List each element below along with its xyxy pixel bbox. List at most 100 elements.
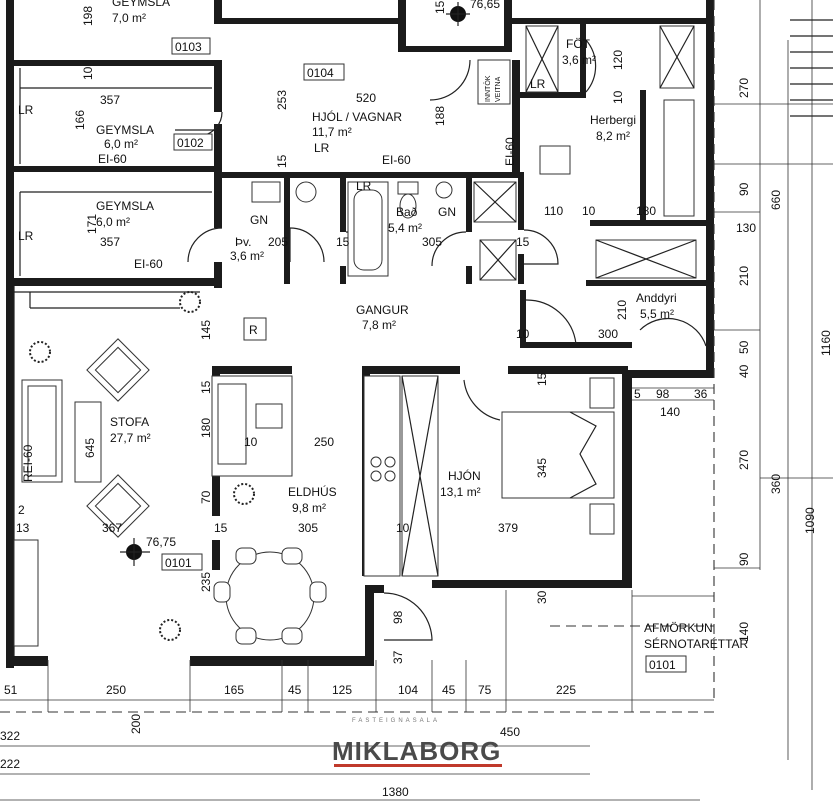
room-area-geymsla-top: 7,0 m² bbox=[112, 11, 146, 25]
dim-number: 10 bbox=[516, 327, 530, 341]
room-area-pv: 3,6 m² bbox=[230, 249, 264, 263]
room-area-anddyri: 5,5 m² bbox=[640, 307, 674, 321]
dim-number: 10 bbox=[81, 66, 95, 80]
plant-icon bbox=[29, 291, 255, 641]
dim-number: 171 bbox=[85, 214, 99, 234]
dim-number: 305 bbox=[422, 235, 442, 249]
room-area-eldhus: 9,8 m² bbox=[292, 501, 326, 515]
dim-number: 235 bbox=[199, 572, 213, 592]
ei60-label-2: EI-60 bbox=[134, 257, 163, 271]
lr-label-2: LR bbox=[18, 229, 34, 243]
room-name-hjol: HJÓL / VAGNAR bbox=[312, 109, 402, 124]
dim-number: 357 bbox=[100, 235, 120, 249]
dim-number: 270 bbox=[737, 450, 751, 470]
dim-number: 36 bbox=[694, 387, 708, 401]
detail-lines bbox=[13, 2, 707, 673]
dim-number: 45 bbox=[288, 683, 302, 697]
dim-number: 300 bbox=[598, 327, 618, 341]
dim-number: 110 bbox=[544, 204, 563, 218]
dim-number: 40 bbox=[737, 364, 751, 378]
dim-number: 10 bbox=[244, 435, 258, 449]
dim-number: 367 bbox=[102, 521, 122, 535]
dim-number: 140 bbox=[660, 405, 680, 419]
dim-number: 2 bbox=[18, 503, 25, 517]
dim-number: 75 bbox=[478, 683, 492, 697]
dim-number: 270 bbox=[737, 78, 751, 98]
room-area-bad: 5,4 m² bbox=[388, 221, 422, 235]
dim-number: 104 bbox=[398, 683, 418, 697]
dim-number: 210 bbox=[615, 300, 629, 320]
brand-logo: FASTEIGNASALA MIKLABORG bbox=[332, 718, 502, 767]
afmorkun-line1: AFMÖRKUN bbox=[644, 621, 713, 635]
room-name-geymsla-2: GEYMSLA bbox=[96, 199, 154, 213]
room-area-herbergi: 8,2 m² bbox=[596, 129, 630, 143]
room-labels: GEYMSLA 7,0 m² 0103 HJÓL / VAGNAR 11,7 m… bbox=[96, 0, 749, 672]
dim-number: 98 bbox=[391, 610, 405, 624]
room-code-0103: 0103 bbox=[175, 40, 202, 54]
dim-number: 45 bbox=[442, 683, 456, 697]
dim-number: 51 bbox=[4, 683, 18, 697]
dim-number: 305 bbox=[298, 521, 318, 535]
gn-label-1: GN bbox=[250, 213, 268, 227]
dim-number: 1090 bbox=[803, 507, 817, 534]
dim-number: 15 bbox=[214, 521, 228, 535]
dim-number: 198 bbox=[81, 6, 95, 26]
dim-number: 70 bbox=[199, 490, 213, 504]
dim-number: 166 bbox=[73, 110, 87, 130]
dim-number: 222 bbox=[0, 757, 20, 771]
room-extra-hjol: LR bbox=[314, 141, 330, 155]
room-code-0102: 0102 bbox=[177, 136, 204, 150]
room-area-stofa: 27,7 m² bbox=[110, 431, 151, 445]
room-name-herbergi: Herbergi bbox=[590, 113, 636, 127]
dim-number: 140 bbox=[737, 622, 751, 642]
brand-subtitle: FASTEIGNASALA bbox=[352, 718, 440, 724]
dim-number: 15 bbox=[535, 372, 549, 386]
lr-label-3: LR bbox=[530, 77, 546, 91]
dim-number: 90 bbox=[737, 182, 751, 196]
dim-number: 98 bbox=[656, 387, 670, 401]
dim-number: 645 bbox=[83, 438, 97, 458]
afmorkun-code: 0101 bbox=[649, 658, 676, 672]
dim-number: 50 bbox=[737, 340, 751, 354]
dim-number: 1160 bbox=[819, 330, 833, 356]
dim-number: 90 bbox=[737, 552, 751, 566]
room-area-geymsla-1: 6,0 m² bbox=[104, 137, 138, 151]
room-name-hjon: HJÓN bbox=[448, 468, 481, 483]
dim-number: 10 bbox=[582, 204, 596, 218]
dim-number: 30 bbox=[535, 590, 549, 604]
room-fire-geymsla-1: EI-60 bbox=[98, 152, 127, 166]
room-area-geymsla-2: 6,0 m² bbox=[96, 215, 130, 229]
elevation-stofa: 76,75 bbox=[146, 535, 176, 549]
room-name-bad: Bað bbox=[396, 205, 418, 219]
dim-number: 225 bbox=[556, 683, 576, 697]
afmorkun-line2: SÉRNOTARÉTTAR bbox=[644, 636, 749, 651]
dim-number: 357 bbox=[100, 93, 120, 107]
dim-number: 200 bbox=[129, 714, 143, 734]
dim-number: 180 bbox=[199, 418, 213, 438]
dim-number: 250 bbox=[314, 435, 334, 449]
room-code-0104: 0104 bbox=[307, 66, 334, 80]
dim-number: 10 bbox=[396, 521, 410, 535]
room-name-gangur: GANGUR bbox=[356, 303, 409, 317]
dim-number: 15 bbox=[199, 380, 213, 394]
dim-number: 660 bbox=[769, 190, 783, 210]
dim-number: 379 bbox=[498, 521, 518, 535]
dim-number: 13 bbox=[16, 521, 30, 535]
room-area-fot: 3,6 m² bbox=[562, 53, 596, 67]
dim-number: 5 bbox=[634, 387, 641, 401]
stofa-code: 0101 bbox=[165, 556, 192, 570]
room-area-hjol: 11,7 m² bbox=[312, 125, 352, 139]
dim-number: 210 bbox=[737, 266, 751, 286]
dim-number: 15 bbox=[275, 154, 289, 168]
lr-label-4: LR bbox=[356, 179, 372, 193]
room-name-eldhus: ELDHÚS bbox=[288, 484, 337, 499]
dim-number: 120 bbox=[611, 50, 625, 70]
dim-number: 360 bbox=[769, 474, 783, 494]
room-name-stofa: STOFA bbox=[110, 415, 149, 429]
dim-number: 253 bbox=[275, 90, 289, 110]
dim-number: 180 bbox=[636, 204, 656, 218]
room-name-anddyri: Anddyri bbox=[636, 291, 677, 305]
ei60-label-1: EI-60 bbox=[382, 153, 411, 167]
